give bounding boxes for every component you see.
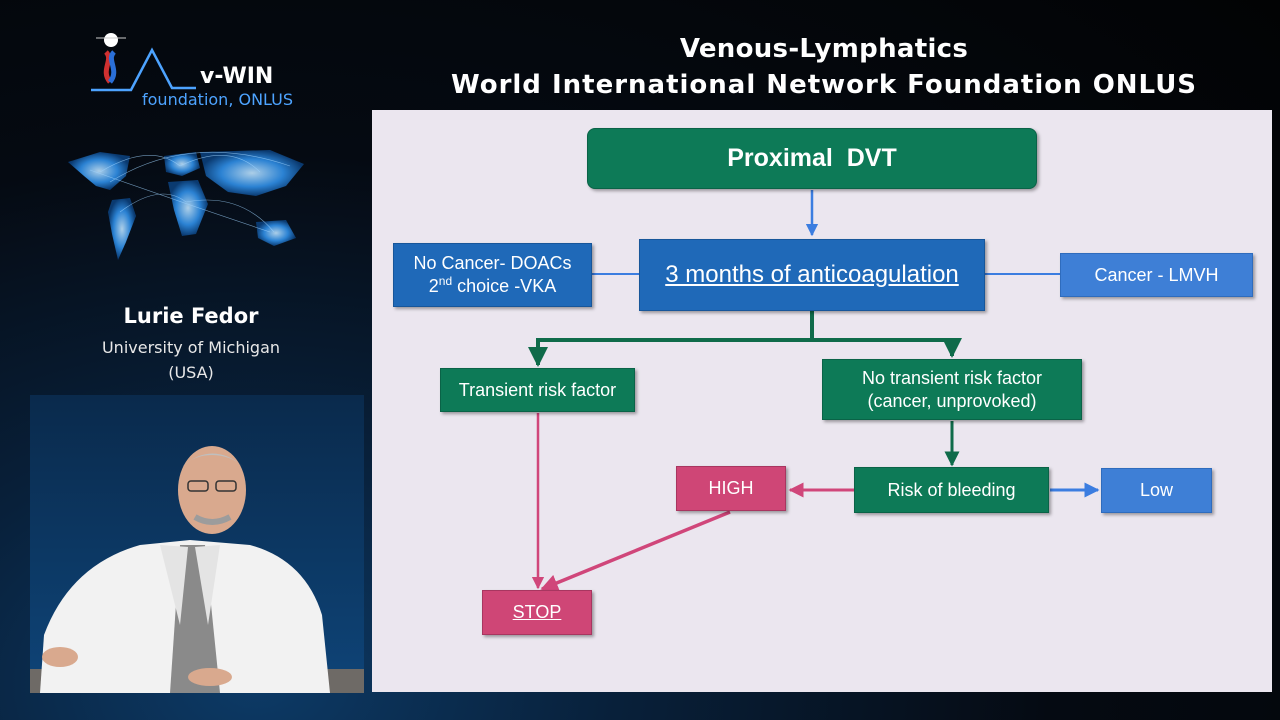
- node-no-transient: No transient risk factor (cancer, unprov…: [822, 359, 1082, 420]
- speaker-country: (USA): [168, 363, 214, 382]
- edge-split-to-notransient: [812, 338, 962, 358]
- node-no-transient-line1: No transient risk factor: [861, 367, 1043, 388]
- node-low: Low: [1101, 468, 1212, 513]
- node-anticoagulation-label: 3 months of anticoagulation: [665, 261, 959, 288]
- node-anticoagulation: 3 months of anticoagulation: [639, 239, 985, 311]
- node-transient: Transient risk factor: [440, 368, 635, 412]
- world-map-icon: [68, 150, 304, 260]
- node-risk-of-bleeding: Risk of bleeding: [854, 467, 1049, 513]
- speaker-video: [30, 395, 364, 693]
- node-stop: STOP: [482, 590, 592, 635]
- node-high: HIGH: [676, 466, 786, 511]
- node-cancer: Cancer - LMVH: [1060, 253, 1253, 297]
- node-no-cancer-line2: 2nd choice -VKA: [428, 274, 557, 296]
- flowchart-edges: [528, 190, 1100, 592]
- logo-name: v-WIN: [200, 64, 274, 89]
- edge-anticoag-split: [528, 311, 814, 367]
- header-title-line2: World International Network Foundation O…: [450, 70, 1198, 100]
- header-title-line1: Venous-Lymphatics: [679, 34, 969, 64]
- node-proximal-dvt: Proximal DVT: [587, 128, 1037, 189]
- speaker-affiliation: University of Michigan: [101, 338, 281, 357]
- speaker-affiliation-block: University of Michigan (USA): [30, 335, 352, 385]
- logo-mark-icon: [91, 33, 196, 92]
- node-stop-label: STOP: [512, 602, 562, 622]
- node-no-transient-line2: (cancer, unprovoked): [867, 390, 1037, 411]
- node-no-cancer: No Cancer- DOACs 2nd choice -VKA: [393, 243, 592, 307]
- node-high-label: HIGH: [708, 478, 754, 498]
- node-low-label: Low: [1139, 480, 1174, 500]
- node-cancer-label: Cancer - LMVH: [1094, 264, 1219, 285]
- node-proximal-dvt-label: Proximal DVT: [727, 144, 897, 172]
- node-transient-label: Transient risk factor: [458, 379, 617, 400]
- node-risk-of-bleeding-label: Risk of bleeding: [887, 479, 1016, 500]
- vwin-logo: v-WIN foundation, ONLUS: [86, 30, 296, 112]
- edge-high-to-stop: [540, 510, 731, 592]
- speaker-name: Lurie Fedor: [123, 304, 259, 328]
- slide: Proximal DVT 3 months of anticoagulation…: [372, 110, 1272, 692]
- speaker-figure-icon: [30, 395, 364, 693]
- logo-subtitle: foundation, ONLUS: [142, 90, 294, 109]
- node-no-cancer-line1: No Cancer- DOACs: [413, 253, 572, 273]
